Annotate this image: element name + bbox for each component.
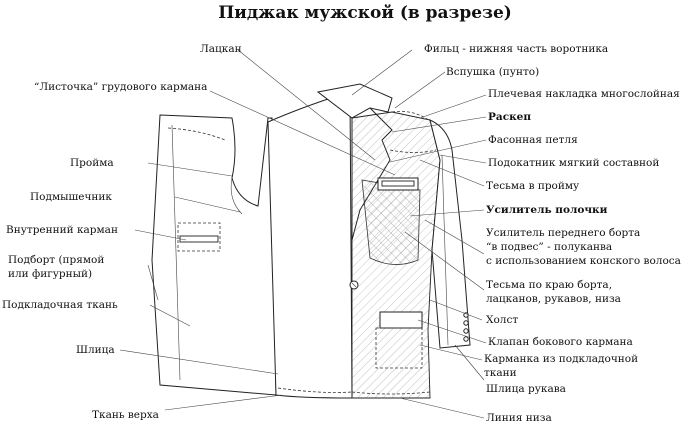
label-podmysh: Подмышечник	[30, 191, 112, 203]
label-tesma-krai-1: Тесьма по краю борта,	[486, 279, 612, 291]
right-labels: Фильц - нижняя часть воротника Вспушка (…	[424, 43, 681, 424]
label-filc: Фильц - нижняя часть воротника	[424, 43, 608, 55]
label-podbort-2: или фигурный)	[8, 268, 92, 280]
label-fason: Фасонная петля	[488, 134, 578, 146]
leader-lines	[119, 49, 487, 419]
diagram-title: Пиджак мужской (в разрезе)	[218, 3, 512, 23]
label-karmanka-1: Карманка из подкладочной	[484, 353, 638, 365]
label-plech: Плечевая накладка многослойная	[488, 88, 680, 100]
label-usil-pb-1: Усилитель переднего борта	[486, 227, 640, 239]
left-labels: Лацкан “Листочка” грудового кармана Прой…	[2, 43, 242, 421]
label-klapan: Клапан бокового кармана	[488, 336, 633, 348]
label-tesma-krai-2: лацканов, рукавов, низа	[486, 293, 621, 305]
label-vnutr: Внутренний карман	[6, 224, 118, 236]
jacket-illustration	[151, 83, 471, 399]
label-shlica-ruk: Шлица рукава	[486, 383, 566, 395]
inner-pocket	[177, 222, 221, 252]
side-pocket-flap	[379, 311, 423, 329]
label-podokat: Подокатник мягкий составной	[488, 157, 659, 169]
label-listochka: “Листочка” грудового кармана	[34, 81, 207, 93]
label-vspushka: Вспушка (пунто)	[446, 66, 539, 78]
front-panel	[267, 94, 353, 399]
label-raskep: Раскеп	[488, 111, 531, 123]
pocket-bag	[375, 327, 423, 369]
half-canvas	[361, 179, 421, 265]
sleeve	[429, 119, 471, 349]
label-liniya: Линия низа	[486, 412, 552, 424]
label-holst: Холст	[486, 314, 518, 326]
label-podklad: Подкладочная ткань	[2, 299, 118, 311]
label-usil-pb-2: “в подвес” - полуканва	[486, 241, 612, 253]
label-karmanka-2: ткани	[484, 367, 517, 379]
label-usil-pol: Усилитель полочки	[486, 204, 608, 216]
shoulder-pad	[391, 111, 441, 131]
label-lacan: Лацкан	[200, 43, 242, 55]
chest-pocket	[377, 177, 419, 191]
left-panel-lining	[151, 114, 277, 396]
label-tesma-proima: Тесьма в пройму	[486, 180, 580, 192]
label-usil-pb-3: с использованием конского волоса	[486, 255, 681, 267]
label-shlica: Шлица	[76, 344, 115, 356]
label-tkan: Ткань верха	[92, 409, 159, 421]
label-podbort-1: Подборт (прямой	[8, 254, 104, 266]
label-proima: Пройма	[70, 157, 114, 169]
